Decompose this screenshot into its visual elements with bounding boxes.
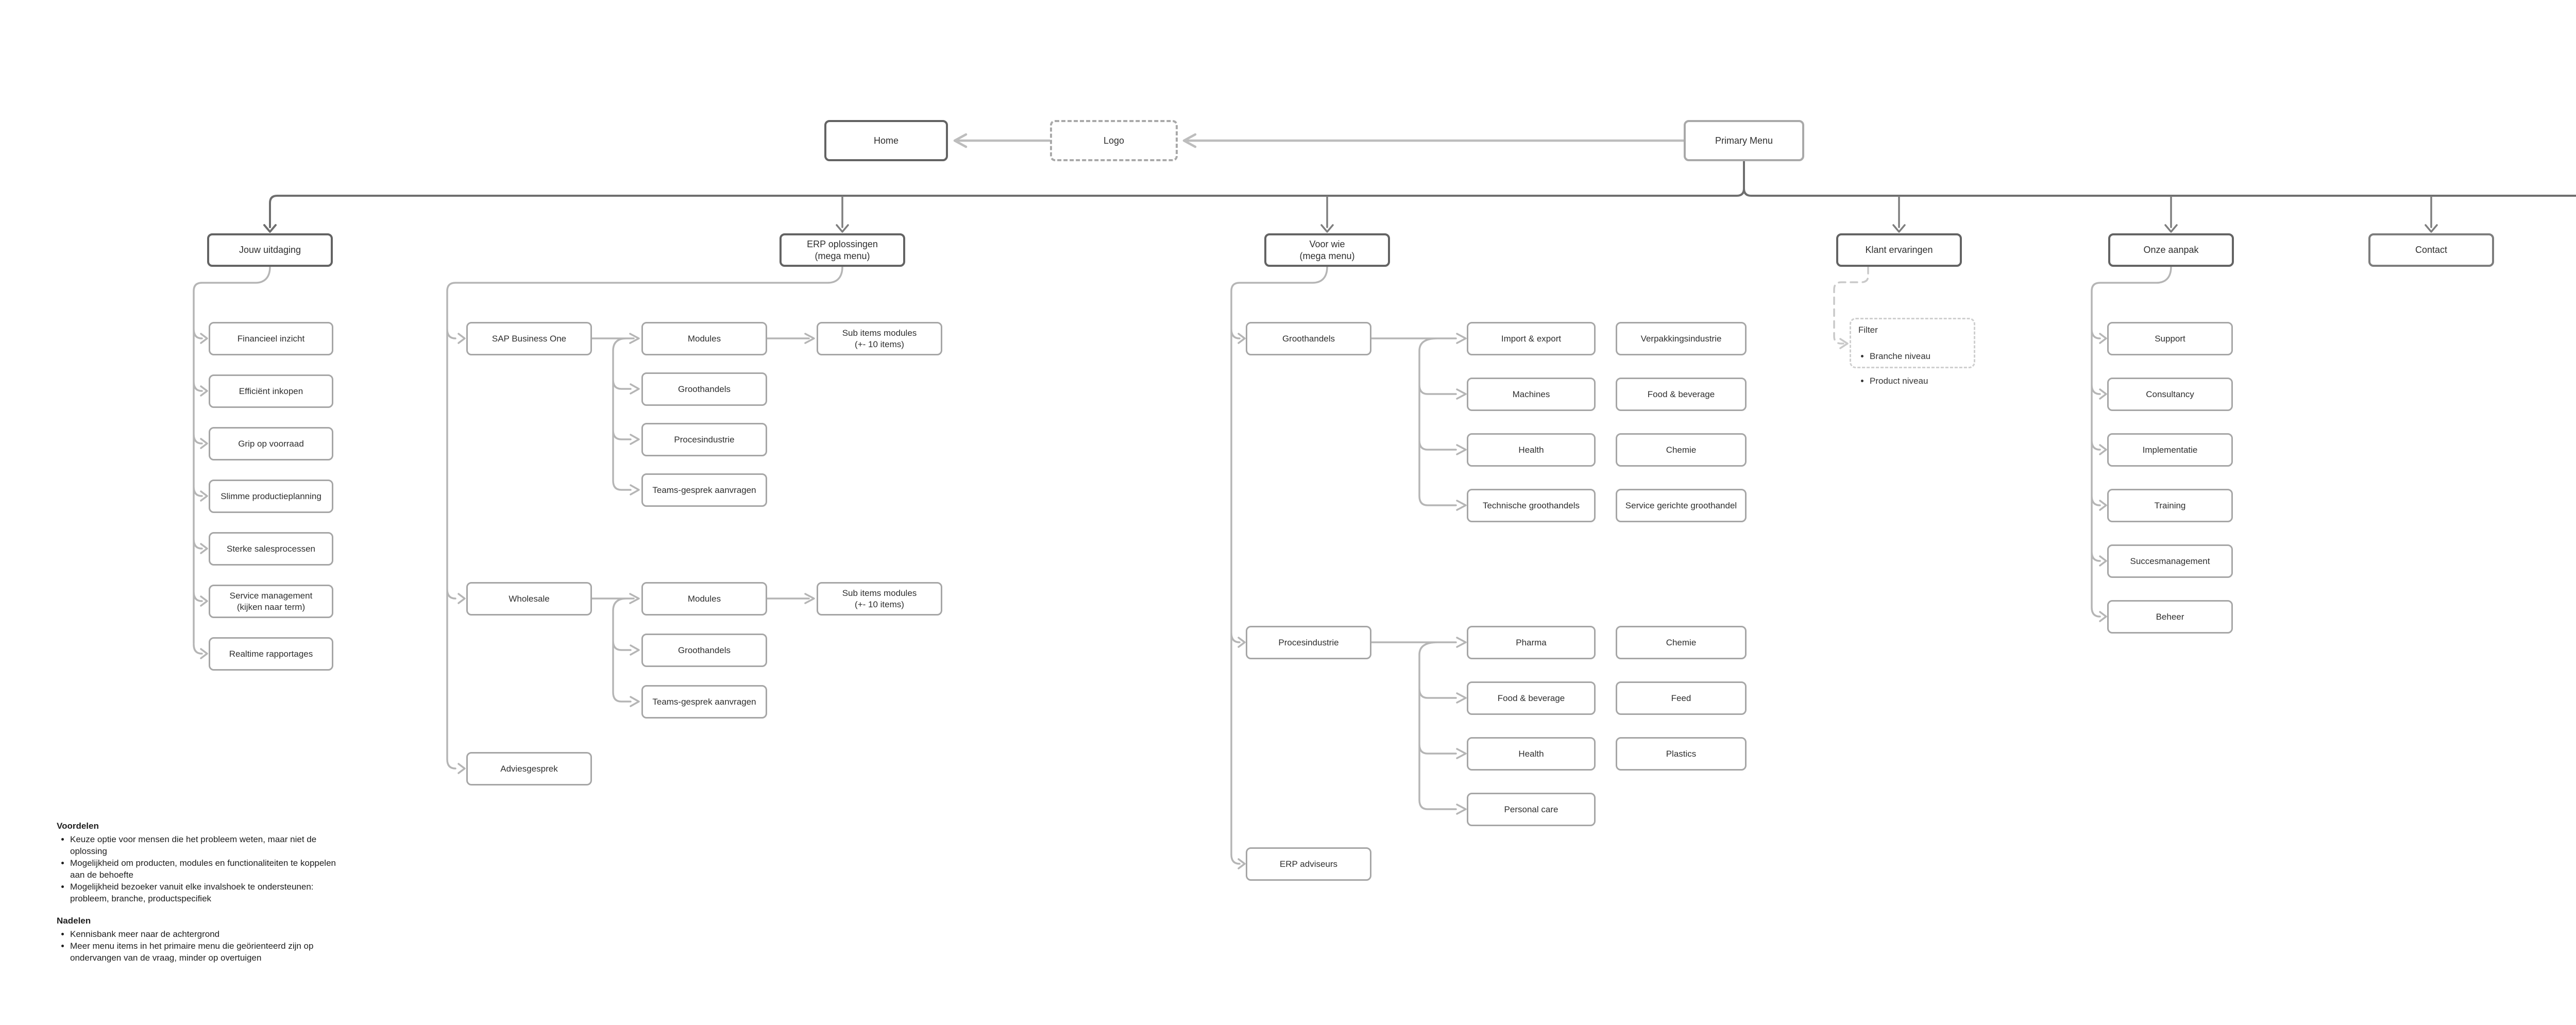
node-succesmanagement[interactable]: Succesmanagement — [2107, 544, 2233, 578]
top-row-arrows — [953, 133, 1685, 148]
node-adviesgesprek[interactable]: Adviesgesprek — [466, 752, 592, 785]
node-erp-adviseurs[interactable]: ERP adviseurs — [1246, 847, 1371, 881]
node-sap-sub-items-modules[interactable]: Sub items modules (+- 10 items) — [817, 322, 942, 355]
node-gh-food-beverage[interactable]: Food & beverage — [1616, 378, 1747, 411]
cons-item: Meer menu items in het primaire menu die… — [70, 940, 339, 964]
node-wholesale-teams-gesprek[interactable]: Teams-gesprek aanvragen — [641, 685, 767, 719]
subtree-connectors — [193, 266, 2172, 869]
node-contact[interactable]: Contact — [2368, 233, 2494, 267]
node-personal-care[interactable]: Personal care — [1467, 793, 1596, 826]
primary-rail — [263, 160, 2576, 233]
pros-title: Voordelen — [57, 821, 99, 831]
node-jouw-uitdaging[interactable]: Jouw uitdaging — [207, 233, 333, 267]
node-machines[interactable]: Machines — [1467, 378, 1596, 411]
filter-option-branche: Branche niveau — [1870, 351, 1930, 362]
pros-item: Keuze optie voor mensen die het probleem… — [70, 833, 339, 857]
cons-list: Kennisbank meer naar de achtergrond Meer… — [57, 928, 339, 964]
node-sap-business-one[interactable]: SAP Business One — [466, 322, 592, 355]
notes-block: Voordelen Keuze optie voor mensen die he… — [57, 820, 339, 974]
node-vw-procesindustrie[interactable]: Procesindustrie — [1246, 626, 1371, 659]
node-erp-oplossingen[interactable]: ERP oplossingen (mega menu) — [779, 233, 905, 267]
node-pi-chemie[interactable]: Chemie — [1616, 626, 1747, 659]
node-gh-health[interactable]: Health — [1467, 433, 1596, 467]
node-vw-groothandels[interactable]: Groothandels — [1246, 322, 1371, 355]
filter-title: Filter — [1858, 325, 1878, 335]
node-beheer[interactable]: Beheer — [2107, 600, 2233, 634]
node-aanpak-support[interactable]: Support — [2107, 322, 2233, 355]
node-slimme-productieplanning[interactable]: Slimme productieplanning — [209, 480, 333, 513]
node-realtime-rapportages[interactable]: Realtime rapportages — [209, 637, 333, 671]
node-sap-groothandels[interactable]: Groothandels — [641, 372, 767, 406]
node-pharma[interactable]: Pharma — [1467, 626, 1596, 659]
node-feed[interactable]: Feed — [1616, 681, 1747, 715]
node-service-management[interactable]: Service management (kijken naar term) — [209, 585, 333, 618]
node-wholesale[interactable]: Wholesale — [466, 582, 592, 616]
node-consultancy[interactable]: Consultancy — [2107, 378, 2233, 411]
node-plastics[interactable]: Plastics — [1616, 737, 1747, 771]
filter-option-product: Product niveau — [1870, 375, 1930, 386]
node-efficient-inkopen[interactable]: Efficiënt inkopen — [209, 374, 333, 408]
node-primary-menu[interactable]: Primary Menu — [1684, 120, 1804, 161]
node-verpakkingsindustrie[interactable]: Verpakkingsindustrie — [1616, 322, 1747, 355]
node-sterke-salesprocessen[interactable]: Sterke salesprocessen — [209, 532, 333, 566]
cons-title: Nadelen — [57, 916, 91, 926]
node-aanpak-training[interactable]: Training — [2107, 489, 2233, 522]
node-klant-ervaringen[interactable]: Klant ervaringen — [1836, 233, 1962, 267]
node-financieel-inzicht[interactable]: Financieel inzicht — [209, 322, 333, 355]
node-sap-teams-gesprek[interactable]: Teams-gesprek aanvragen — [641, 473, 767, 507]
node-technische-groothandels[interactable]: Technische groothandels — [1467, 489, 1596, 522]
node-wholesale-sub-items-modules[interactable]: Sub items modules (+- 10 items) — [817, 582, 942, 616]
node-home[interactable]: Home — [824, 120, 948, 161]
node-pi-health[interactable]: Health — [1467, 737, 1596, 771]
pros-list: Keuze optie voor mensen die het probleem… — [57, 833, 339, 904]
node-sap-procesindustrie[interactable]: Procesindustrie — [641, 423, 767, 456]
pros-item: Mogelijkheid bezoeker vanuit elke invals… — [70, 881, 339, 904]
node-onze-aanpak[interactable]: Onze aanpak — [2108, 233, 2234, 267]
filter-connector — [1833, 266, 1869, 349]
node-grip-op-voorraad[interactable]: Grip op voorraad — [209, 427, 333, 460]
filter-note[interactable]: Filter Branche niveau Product niveau — [1850, 318, 1975, 386]
node-wholesale-groothandels[interactable]: Groothandels — [641, 634, 767, 667]
pros-item: Mogelijkheid om producten, modules en fu… — [70, 857, 339, 881]
primary-rail-drops — [836, 196, 2438, 233]
node-sap-modules[interactable]: Modules — [641, 322, 767, 355]
node-voor-wie[interactable]: Voor wie (mega menu) — [1264, 233, 1390, 267]
node-gh-chemie[interactable]: Chemie — [1616, 433, 1747, 467]
node-logo[interactable]: Logo — [1050, 120, 1178, 161]
node-service-gerichte-groothandel[interactable]: Service gerichte groothandel — [1616, 489, 1747, 522]
node-import-export[interactable]: Import & export — [1467, 322, 1596, 355]
node-implementatie[interactable]: Implementatie — [2107, 433, 2233, 467]
node-wholesale-modules[interactable]: Modules — [641, 582, 767, 616]
cons-item: Kennisbank meer naar de achtergrond — [70, 928, 339, 940]
node-pi-food-beverage[interactable]: Food & beverage — [1467, 681, 1596, 715]
